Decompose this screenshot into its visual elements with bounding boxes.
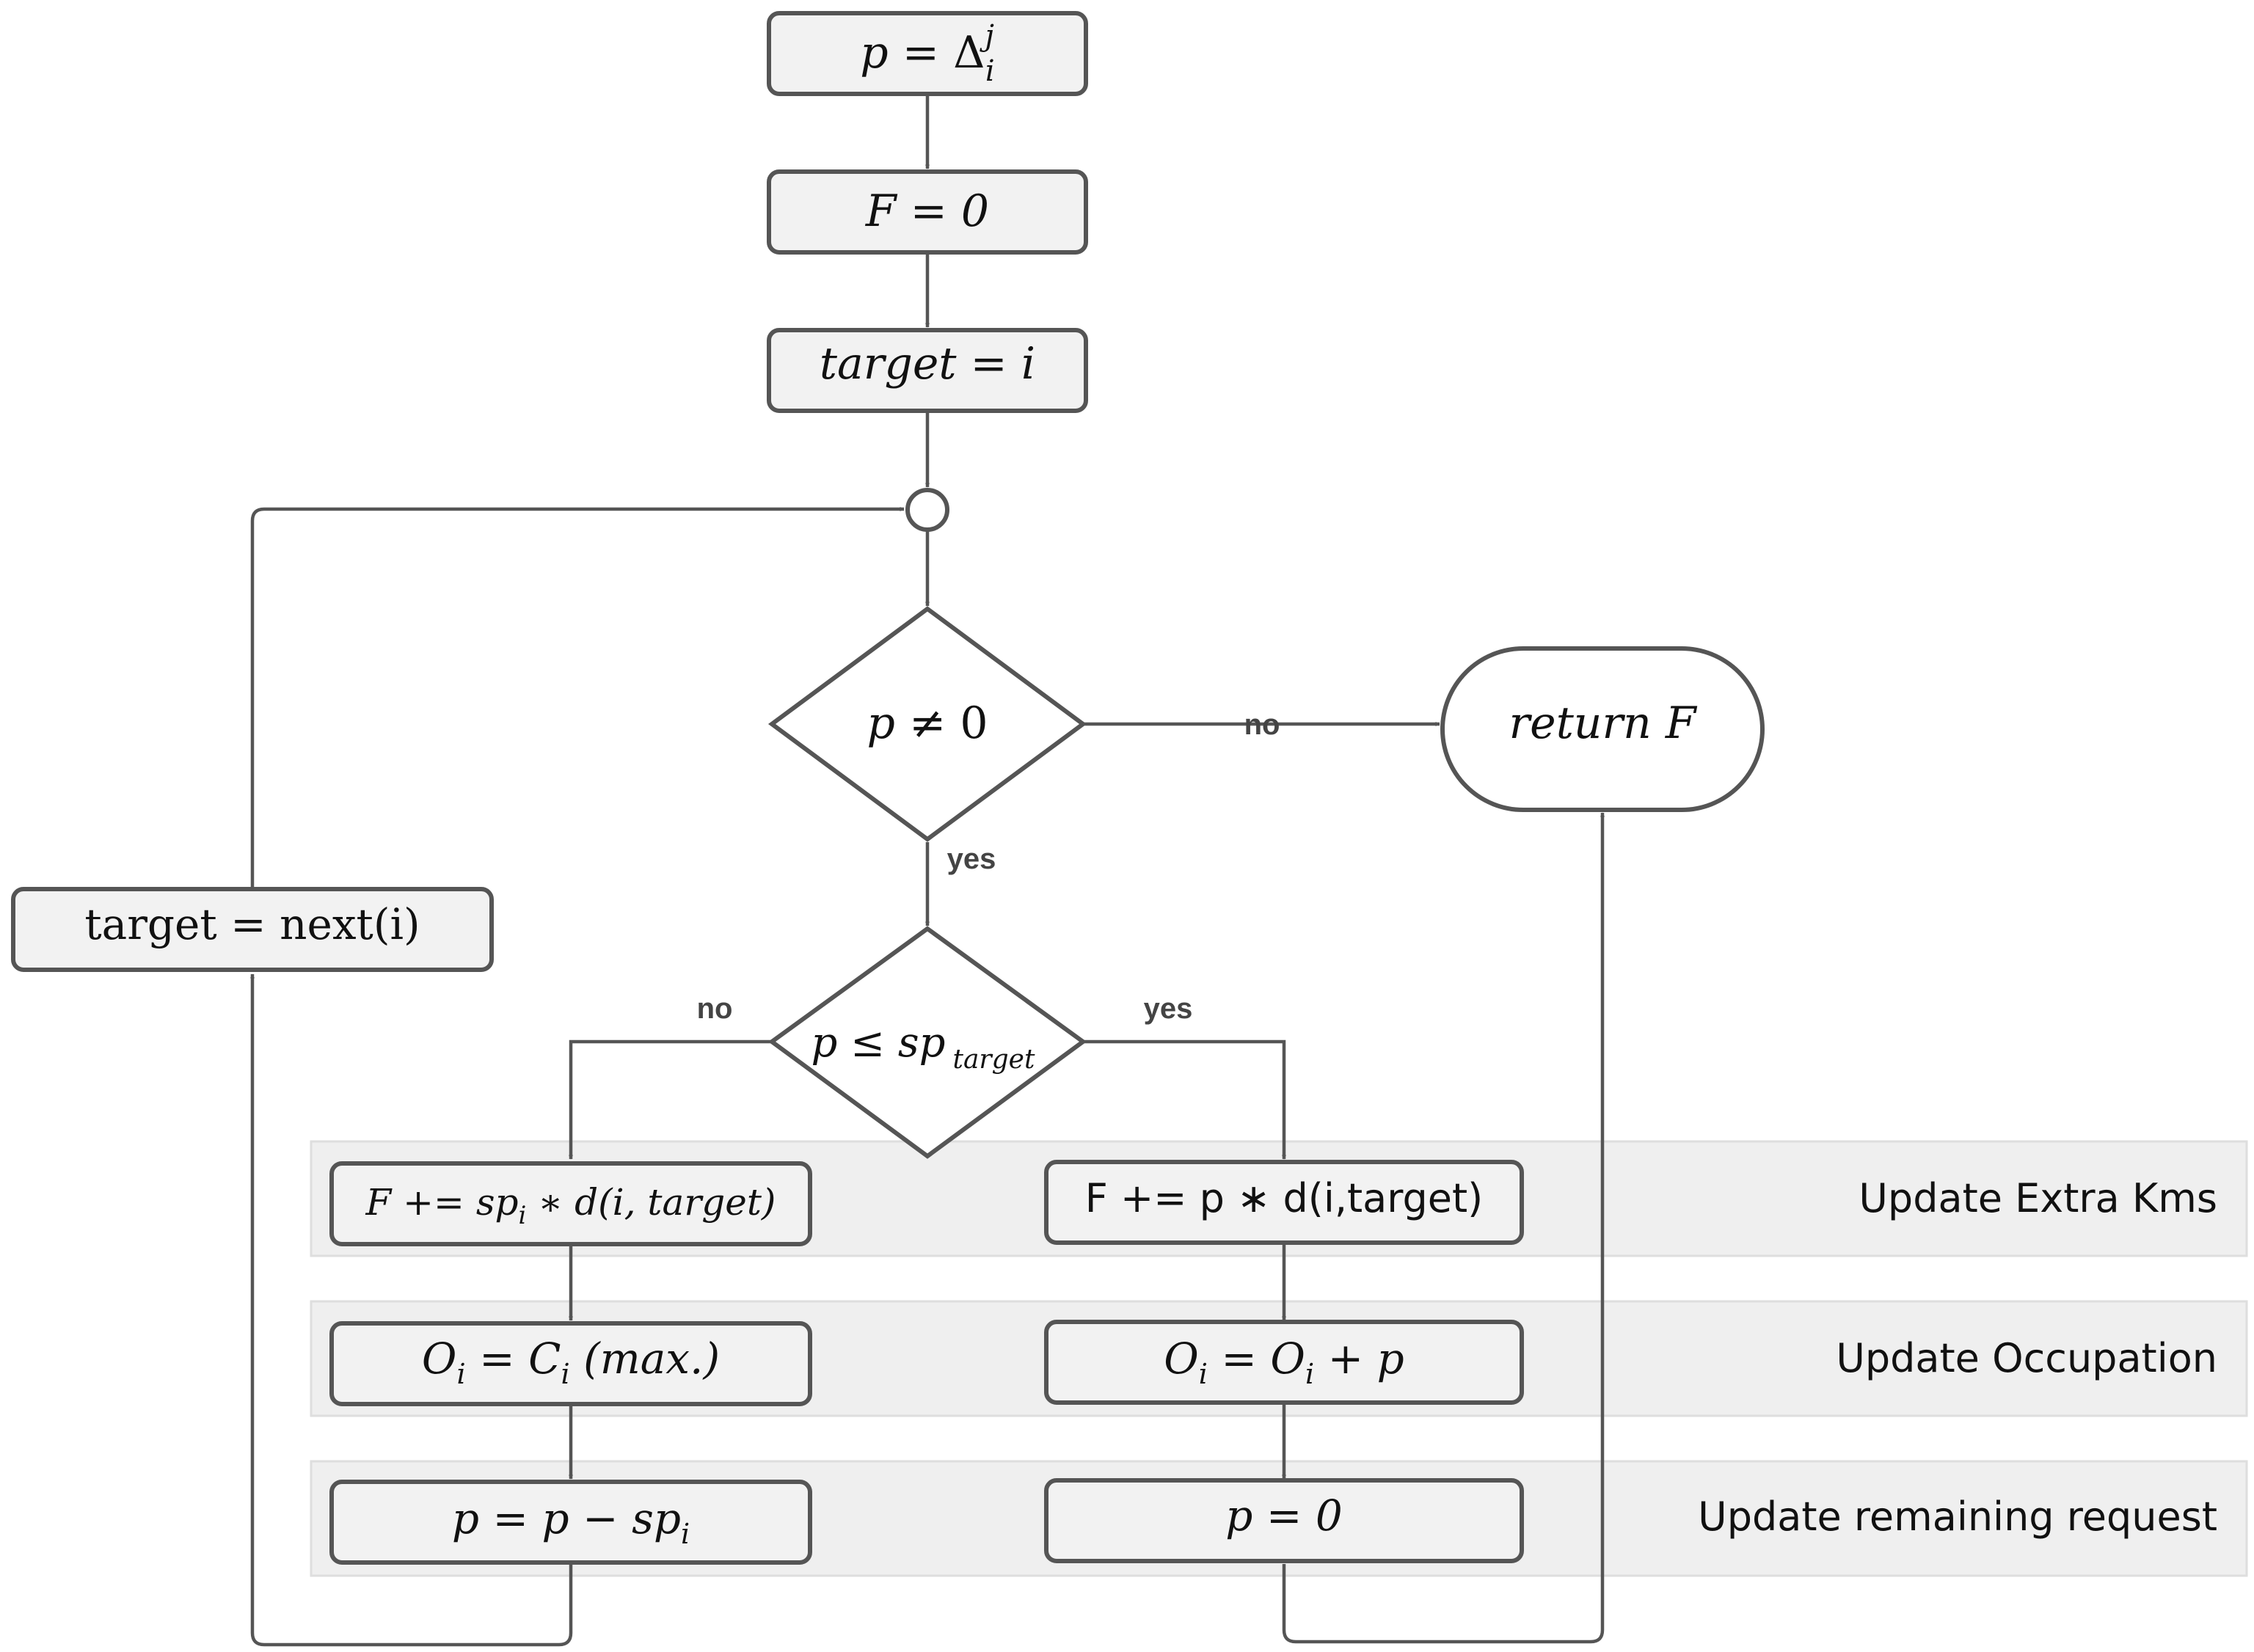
svg-text:Oi = Ci (max.): Oi = Ci (max.) <box>422 1334 720 1390</box>
svg-text:return F: return F <box>1509 698 1698 749</box>
node-return: return F <box>1440 646 1765 812</box>
node-no-remaining: p = p − spi <box>329 1480 812 1565</box>
svg-text:Oi = Oi + p: Oi = Oi + p <box>1164 1334 1404 1390</box>
node-loop-check: p ≠ 0 <box>767 606 1087 842</box>
edge-label-loop-no: no <box>1244 709 1280 741</box>
edge-capacity-yes <box>1083 1039 1286 1160</box>
edge-yes-remaining-to-return <box>1282 812 1605 1644</box>
edge-label-capacity-no: no <box>697 993 733 1025</box>
svg-text:F += p ∗ d(i,target): F += p ∗ d(i,target) <box>1085 1175 1484 1221</box>
edges <box>250 95 1605 1647</box>
edge-label-loop-yes: yes <box>947 843 996 875</box>
svg-text:F += spi ∗ d(i, target): F += spi ∗ d(i, target) <box>365 1181 776 1230</box>
node-no-extra-kms: F += spi ∗ d(i, target) <box>329 1161 812 1246</box>
edge-no-remaining-to-next-target <box>250 973 573 1647</box>
node-next-target: target = next(i) <box>11 887 494 972</box>
node-yes-extra-kms: F += p ∗ d(i,target) <box>1044 1160 1524 1245</box>
merge-node <box>905 488 949 532</box>
edge-label-capacity-yes: yes <box>1144 993 1193 1025</box>
svg-text:F = 0: F = 0 <box>865 186 989 237</box>
node-yes-occupation: Oi = Oi + p <box>1044 1320 1524 1405</box>
edge-next-target-to-merge <box>250 507 905 888</box>
band-label-extra-kms: Update Extra Kms <box>1859 1175 2217 1221</box>
node-yes-remaining: p = 0 <box>1044 1478 1524 1563</box>
svg-text:p = Δji: p = Δji <box>860 19 994 88</box>
svg-text:p = 0: p = 0 <box>1225 1491 1343 1540</box>
band-label-remaining: Update remaining request <box>1698 1494 2217 1540</box>
svg-text:p = p − spi: p = p − spi <box>452 1494 690 1550</box>
node-no-occupation: Oi = Ci (max.) <box>329 1321 812 1406</box>
node-init-target: target = i <box>767 328 1088 413</box>
svg-text:target = next(i): target = next(i) <box>84 899 420 949</box>
node-init-f: F = 0 <box>767 169 1088 255</box>
svg-text:p ≠ 0: p ≠ 0 <box>867 698 988 749</box>
band-label-occupation: Update Occupation <box>1836 1335 2217 1381</box>
svg-text:target = i: target = i <box>820 338 1035 390</box>
edge-capacity-no <box>569 1039 772 1160</box>
